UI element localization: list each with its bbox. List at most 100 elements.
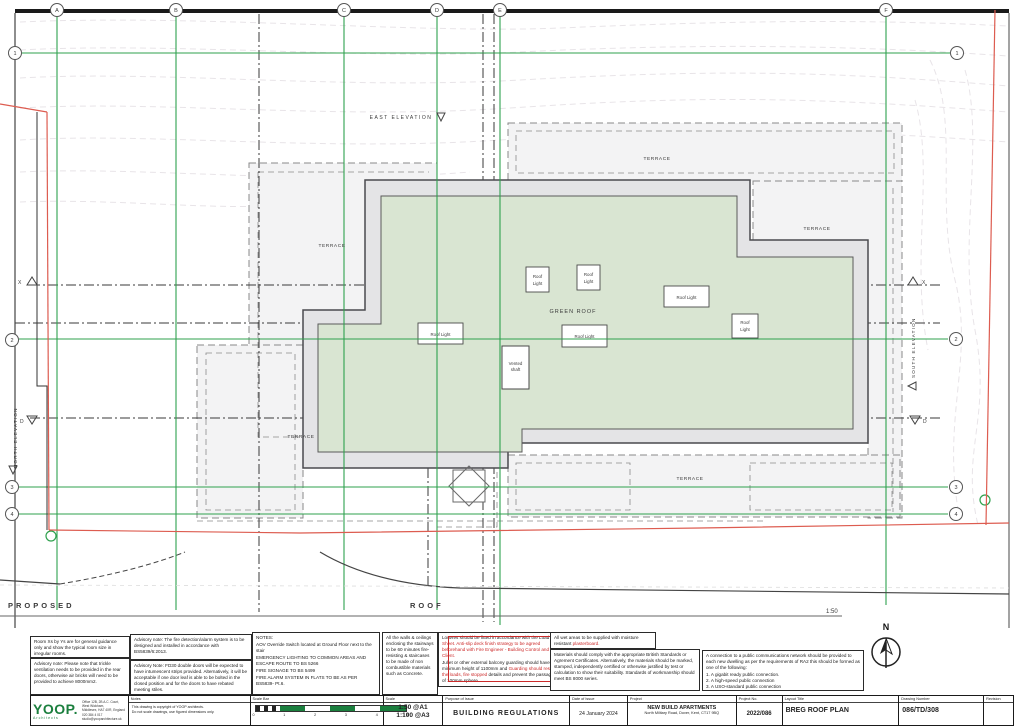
grid-col-A: A <box>50 3 64 17</box>
roof-light-label: Roof Light <box>676 295 697 300</box>
tb-scale-value: 1:100 @A3 <box>396 712 430 720</box>
grid-row-2-left: 2 <box>5 333 19 347</box>
tb-drawing-no-value: 086/TD/308 <box>902 707 939 714</box>
note-guarding-red-1: Sheet. Anti-slip deck finish strategy to… <box>442 640 549 658</box>
grid-bubbles: A B C D E F 1 2 3 4 1 2 3 4 <box>5 3 964 521</box>
logo-address-line: Office 12B, 2B A.C. Court, West Wickham, <box>82 699 120 709</box>
tb-logo-cell: YOOP. Architects Office 12B, 2B A.C. Cou… <box>31 696 129 725</box>
grid-col-C: C <box>337 3 351 17</box>
tb-drawing-no-cell: Drawing Number 086/TD/308 <box>899 696 985 725</box>
elevation-markers: EAST ELEVATION X X D D NORTH ELEVATION S… <box>8 112 927 476</box>
logo-address-line: Middlesex, HA7 4XR, England <box>82 708 125 713</box>
green-roof-label: GREEN ROOF <box>550 309 597 315</box>
note-line: FIRE ALARM SYSTEM IN FLATS TO BE AS PER … <box>256 674 358 686</box>
note-guarding-black-2: Juliet or other external balcony guardin… <box>442 659 554 671</box>
grid-col-F: F <box>879 3 893 17</box>
tb-purpose-cell: Purpose of Issue BUILDING REGULATIONS <box>443 696 571 725</box>
site-marker-circle-right <box>979 494 991 506</box>
tb-scale-header: Scale <box>383 696 443 703</box>
tb-project-no-cell: Project No. 2022/086 <box>736 696 783 725</box>
notes-heading: NOTES: <box>256 635 274 640</box>
vented-shaft-box: Vented shaft <box>501 345 530 390</box>
terrace-label: TERRACE <box>676 476 703 482</box>
roof-light-label: Light <box>740 327 750 332</box>
grid-row-3-right: 3 <box>949 480 963 494</box>
grid-row-1-left: 1 <box>8 46 22 60</box>
scale-bar-tick: 0 <box>252 713 255 717</box>
tb-project-header: Project <box>627 696 736 703</box>
grid-row-label: 3 <box>10 485 13 491</box>
tb-notes-header: Notes <box>128 696 250 703</box>
tb-project-address: North Military Road, Dover, Kent, CT17 9… <box>644 711 720 715</box>
logo-address-line: studio@yooparchitecture.uk <box>82 716 122 721</box>
south-elevation-label: SOUTH ELEVATION <box>911 318 916 378</box>
east-elevation-label: EAST ELEVATION <box>370 115 433 121</box>
note-line: AOV Override Switch located at Ground Fl… <box>256 641 372 653</box>
tb-project-no-value: 2022/086 <box>746 710 772 717</box>
tb-scale-cell: Scale 1:50 @A1 1:100 @A3 <box>383 696 444 725</box>
scale-bar <box>254 705 407 712</box>
tb-notes-cell: Notes This drawing is copyright of YOOP … <box>128 696 251 725</box>
note-wet-areas: All wet areas to be supplied with moistu… <box>550 632 656 649</box>
note-fd30-doors: Advisory Note: FD30 double doors will be… <box>130 660 252 695</box>
note-guarding: Louvres should be fitted in accordance w… <box>438 632 562 687</box>
note-materials-standards: Materials should comply with the appropr… <box>550 649 700 691</box>
scale-bar-tick: 4 <box>375 713 378 717</box>
grid-x-label-right: X <box>922 280 926 286</box>
note-comms-item: 2. A high-speed public connection <box>706 677 775 683</box>
tb-layout-title-value: BREG ROOF PLAN <box>785 707 849 714</box>
note-line: FIRE SIGNAGE TO BS 5499 <box>256 667 316 673</box>
scale-bar-tick: 3 <box>344 713 347 717</box>
note-comms-network: A connection to a public communications … <box>702 650 864 691</box>
terrace-lower-left <box>196 344 304 519</box>
grid-col-B: B <box>169 3 183 17</box>
site-marker-circle-left <box>45 530 57 542</box>
tb-layout-title-header: Layout Title <box>782 696 899 703</box>
grid-x-label-left: X <box>18 280 22 286</box>
note-comms-item: 1. A gigabit ready public connection. <box>706 671 780 677</box>
grid-col-label: F <box>884 8 888 14</box>
tb-date-cell: Date of Issue 24 January 2024 <box>570 696 628 725</box>
grid-col-label: B <box>174 8 178 14</box>
tb-notes-line: This drawing is copyright of YOOP archit… <box>131 705 204 709</box>
proposed-label: PROPOSED <box>8 601 75 610</box>
tb-revision-value <box>984 703 1013 724</box>
grid-row-label: 4 <box>954 512 957 518</box>
grid-row-label: 2 <box>954 337 957 343</box>
north-arrow: N <box>864 622 908 676</box>
grid-col-label: A <box>55 8 59 14</box>
yoop-logo: YOOP. <box>33 700 79 717</box>
shaft-diamond <box>448 465 490 507</box>
roof-light-label: Roof Light <box>430 332 451 337</box>
roof-light-label: Roof <box>533 274 543 279</box>
tb-project-name: NEW BUILD APARTMENTS <box>647 705 717 711</box>
grid-row-label: 2 <box>10 338 13 344</box>
roof-light-label: Roof <box>584 272 594 277</box>
note-wet-areas-red: plasterboard. <box>572 640 600 646</box>
note-wet-areas-black: All wet areas to be supplied with moistu… <box>554 635 639 646</box>
tb-date-header: Date of Issue <box>570 696 627 703</box>
yoop-logo-subtitle: Architects <box>33 715 59 720</box>
tb-date-value: 24 January 2024 <box>579 710 618 717</box>
tb-scalebar-cell: Scale Bar 0 1 2 3 4 5 <box>250 696 408 725</box>
terrace-label: TERRACE <box>803 226 830 232</box>
note-line: EMERGENCY LIGHTING TO COMMON AREAS AND E… <box>256 654 367 666</box>
note-guarding-black-1: Louvres should be fitted in accordance w… <box>442 635 550 640</box>
green-roof-area <box>317 195 854 453</box>
grid-d-label-left: D <box>20 419 24 425</box>
terrace-outlines <box>196 122 903 519</box>
tb-notes-line: Do not scale drawings, use figured dimen… <box>131 710 215 715</box>
terrace-label: TERRACE <box>287 434 314 440</box>
site-boundary-red <box>0 9 1010 534</box>
grid-col-label: E <box>498 8 502 14</box>
scale-annotation: 1:50 <box>826 609 838 615</box>
tb-revision-header: Revision <box>984 696 1014 703</box>
note-guarding-black-3: details and prevent the passage of 100mm… <box>442 671 554 683</box>
north-arrow-icon <box>871 637 901 668</box>
tb-drawing-no-header: Drawing Number <box>899 696 984 703</box>
roof-light-label: Roof Light <box>574 334 595 339</box>
note-comms-item: 3. A USO-standard public connection <box>706 683 782 689</box>
note-comms-intro: A connection to a public communications … <box>706 653 860 670</box>
north-elevation-label: NORTH ELEVATION <box>13 407 18 468</box>
